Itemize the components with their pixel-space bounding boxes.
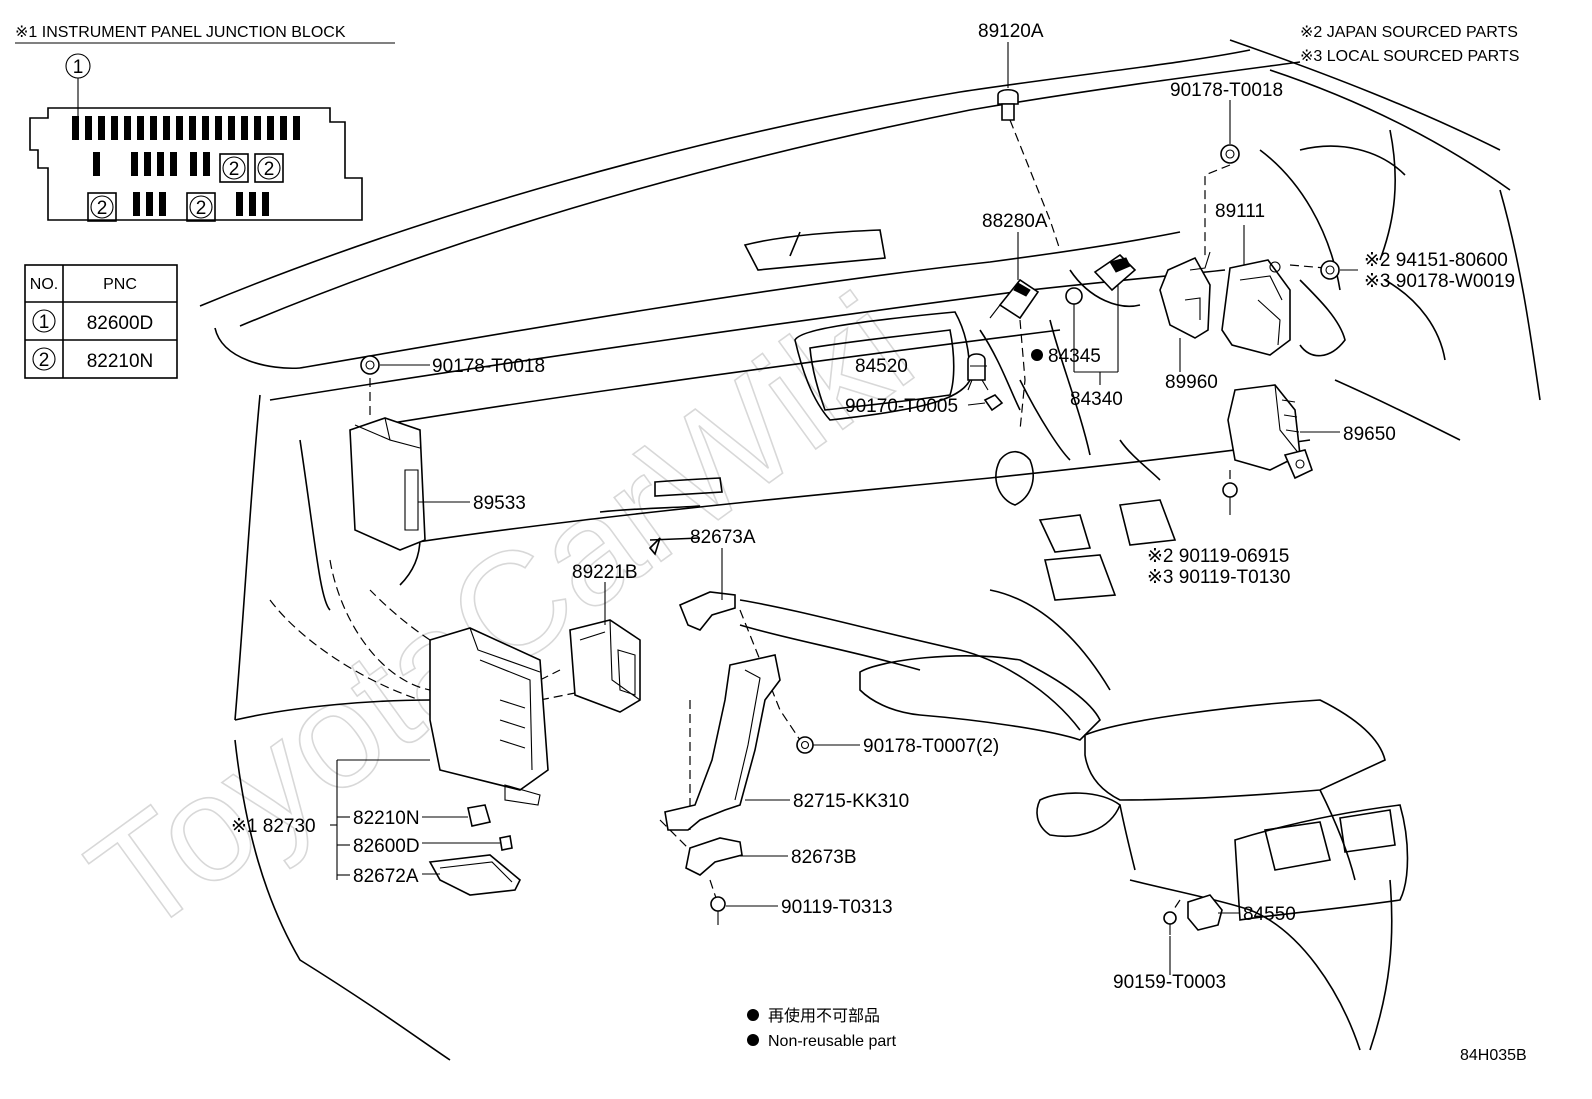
part-90119-06915 (1222, 482, 1238, 515)
label-84340: 84340 (1070, 389, 1123, 410)
svg-text:2: 2 (97, 198, 108, 219)
label-90159-T0003: 90159-T0003 (1113, 972, 1226, 993)
junction-block-title: ※1 INSTRUMENT PANEL JUNCTION BLOCK (15, 24, 346, 41)
legend: 再使用不可部品 Non-reusable part (747, 1007, 897, 1050)
part-89533 (349, 417, 426, 551)
legend-dot-ja (747, 1009, 759, 1021)
part-89960 (1159, 251, 1211, 339)
label-84550: 84550 (1243, 904, 1296, 925)
part-90178-T0018-left (360, 355, 380, 375)
label-89111: 89111 (1215, 201, 1265, 222)
label-82730: ※1 82730 (231, 816, 316, 837)
fuse-row-2 (93, 152, 210, 176)
legend-english: Non-reusable part (768, 1033, 897, 1050)
label-82673B: 82673B (791, 847, 857, 868)
label-84345: 84345 (1048, 346, 1101, 367)
part-82673B (685, 837, 743, 876)
label-82715-KK310: 82715-KK310 (793, 791, 909, 812)
junction-block-inset: 2 2 2 2 1 (29, 53, 363, 222)
part-89111 (1221, 259, 1291, 356)
pnc-col-pnc: PNC (103, 276, 137, 293)
part-90178-T0007 (796, 736, 814, 754)
legend-dot-en (747, 1034, 759, 1046)
pnc-row-2-no: 2 (39, 350, 50, 371)
part-89120A (997, 88, 1019, 121)
part-labels: ※1 INSTRUMENT PANEL JUNCTION BLOCK ※2 JA… (15, 21, 1519, 993)
svg-text:2: 2 (264, 159, 275, 180)
svg-text:2: 2 (229, 159, 240, 180)
junction-block-outline (29, 107, 363, 221)
pnc-row-1-pnc: 82600D (87, 313, 154, 334)
pnc-table: NO. PNC 1 82600D 2 82210N (24, 264, 178, 379)
legend-japanese: 再使用不可部品 (768, 1007, 880, 1025)
label-82672A: 82672A (353, 866, 419, 887)
part-82730 (429, 627, 549, 806)
label-89650: 89650 (1343, 424, 1396, 445)
label-90178-T0018-top: 90178-T0018 (1170, 80, 1283, 101)
label-leaders (330, 42, 1358, 975)
diagram-code: 84H035B (1460, 1047, 1527, 1064)
label-89533: 89533 (473, 493, 526, 514)
non-reusable-dot-84345 (1031, 349, 1043, 361)
label-84520: 84520 (855, 356, 908, 377)
fuse-row-1 (72, 116, 300, 140)
label-90119-T0313: 90119-T0313 (781, 897, 893, 918)
part-89650 (1227, 384, 1313, 480)
part-90159-T0003 (1163, 911, 1177, 935)
pnc-col-no: NO. (30, 276, 58, 293)
label-90119-06915: ※2 90119-06915 (1147, 546, 1289, 567)
label-89960: 89960 (1165, 372, 1218, 393)
local-sourced-note: ※3 LOCAL SOURCED PARTS (1300, 48, 1519, 65)
label-94151-80600: ※2 94151-80600 (1364, 250, 1508, 271)
part-82673A (678, 591, 736, 631)
part-90178-T0018-top (1220, 144, 1240, 164)
part-90119-T0313 (710, 896, 726, 925)
part-84550 (1187, 894, 1223, 931)
japan-sourced-note: ※2 JAPAN SOURCED PARTS (1300, 24, 1518, 41)
relay-callouts: 2 2 2 2 (87, 153, 284, 222)
fuse-callout-1: 1 (65, 53, 91, 118)
label-82600D: 82600D (353, 836, 420, 857)
part-84345 (1065, 253, 1137, 305)
label-90178-T0018-left: 90178-T0018 (432, 356, 545, 377)
pnc-row-2-pnc: 82210N (87, 351, 154, 372)
fuse-row-3 (133, 192, 269, 216)
part-89221B (569, 619, 641, 713)
part-84520 (967, 353, 989, 391)
part-82600D (499, 835, 513, 851)
part-90170-T0005 (983, 394, 1004, 412)
label-82210N: 82210N (353, 808, 420, 829)
label-90170-T0005: 90170-T0005 (845, 396, 958, 417)
part-94151-80600-nut (1320, 260, 1340, 280)
part-82715-KK310 (664, 654, 781, 831)
label-82673A: 82673A (690, 527, 756, 548)
label-90178-T0007: 90178-T0007(2) (863, 736, 999, 757)
installation-lines (269, 119, 1326, 916)
label-88280A: 88280A (982, 211, 1048, 232)
vehicle-body-outline (199, 39, 1541, 1061)
label-89221B: 89221B (572, 562, 638, 583)
pnc-row-1-no: 1 (39, 312, 50, 333)
label-90178-W0019: ※3 90178-W0019 (1364, 271, 1515, 292)
part-82672A (428, 854, 521, 896)
label-90119-T0130: ※3 90119-T0130 (1147, 567, 1290, 588)
part-88280A (989, 278, 1040, 320)
label-89120A: 89120A (978, 21, 1044, 42)
svg-text:1: 1 (73, 57, 84, 78)
part-82210N (467, 804, 492, 827)
svg-text:2: 2 (196, 198, 207, 219)
